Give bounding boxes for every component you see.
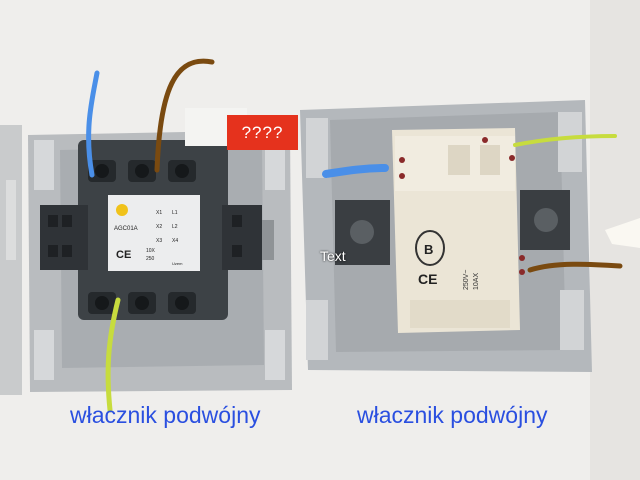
white-fragment xyxy=(605,218,640,248)
rating-voltage: 250V~ xyxy=(463,270,470,290)
yellow-green-wire-left xyxy=(105,297,121,413)
right-switch-module xyxy=(392,128,525,333)
b-cert-icon xyxy=(415,230,445,266)
question-mark-box: ???? xyxy=(227,115,298,150)
terminal-label: X3 xyxy=(156,238,162,244)
terminal-label: L1 xyxy=(172,210,178,216)
rating-label: 10X xyxy=(146,248,156,254)
text-annotation: Text xyxy=(320,248,346,264)
b-mark: B xyxy=(424,242,433,257)
ce-mark: CE xyxy=(116,249,131,261)
brown-wire-right xyxy=(527,261,623,273)
rating-label: 250 xyxy=(146,256,155,262)
sun-logo-icon xyxy=(116,204,128,216)
yellow-green-wire-right xyxy=(513,134,617,147)
ground-label: Uzem xyxy=(172,261,183,266)
terminal-label: X4 xyxy=(172,238,178,244)
caption-right: włacznik podwójny xyxy=(357,402,548,428)
terminal-label: X1 xyxy=(156,210,162,216)
brown-wire-left xyxy=(154,58,215,173)
terminal-label: X2 xyxy=(156,224,162,230)
rating-current: 10AX xyxy=(473,273,480,290)
module-model: AGC01A xyxy=(114,226,138,232)
terminal-label: L2 xyxy=(172,224,178,230)
blue-wire-left xyxy=(86,70,100,178)
ce-mark-right: CE xyxy=(418,271,437,287)
left-switch-module xyxy=(40,140,262,320)
blue-wire-right xyxy=(322,164,389,178)
caption-left: włacznik podwójny xyxy=(70,402,261,428)
